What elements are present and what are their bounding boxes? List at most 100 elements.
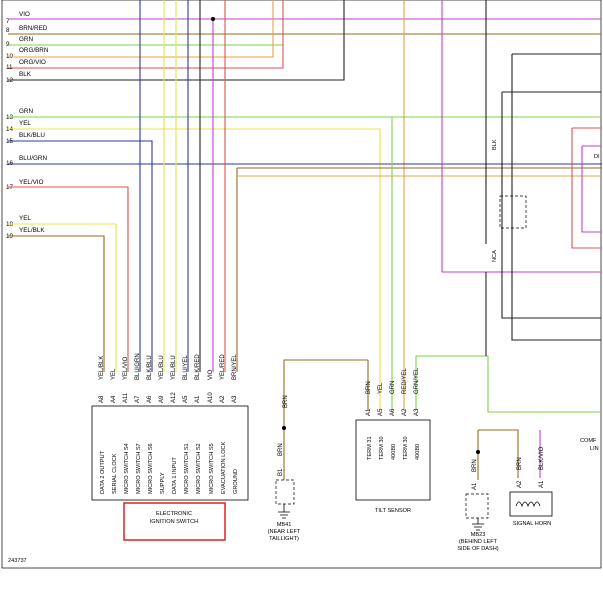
right-nca-label: NCA: [492, 250, 498, 262]
switch-wire-9: BLK/RED: [195, 354, 201, 380]
ignition-switch: YEL/BLK YEL YEL/VIO BLU/GRN BLK/BLU YEL/…: [91, 353, 249, 541]
wire-label-19: YEL/BLK: [19, 227, 45, 234]
mb23-connector: [465, 493, 489, 519]
right-di-label: DI: [594, 154, 600, 160]
tilt-pin-1: A1: [366, 408, 372, 416]
switch-wire-12: BRN/YEL: [232, 354, 238, 380]
horn-wire-1: BRN: [517, 457, 523, 470]
tilt-func-5: 400B0: [415, 444, 421, 460]
switch-pin-8: A5: [183, 395, 189, 403]
wire-label-15: BLK/BLU: [19, 132, 45, 139]
wire-v-brn-yel: [236, 167, 602, 372]
horn-pin-2: A1: [539, 480, 545, 488]
wire-17-yel-vio: [8, 186, 129, 372]
switch-pin-12: A3: [232, 395, 238, 403]
switch-wire-5: BLK/BLU: [147, 355, 153, 380]
switch-wire-8: BLU/YEL: [183, 355, 189, 380]
switch-wire-4: BLU/GRN: [135, 353, 141, 380]
mb23-loc1: (BEHIND LEFT: [459, 539, 498, 545]
tilt-func-4: TERM 30: [403, 436, 409, 460]
mb41-pin: B1: [278, 468, 284, 476]
tilt-pin-2: A5: [378, 408, 384, 416]
wire-right-box-vio: [581, 145, 601, 233]
wire-label-10: ORG/BRN: [19, 47, 49, 54]
tilt-func-2: TERM 30: [379, 436, 385, 460]
right-labels: BLK NCA DI COMF LIN: [492, 139, 600, 452]
mb23-loc2: SIDE OF DASH): [457, 546, 498, 552]
switch-wire-2: YEL: [111, 368, 117, 380]
switch-func-7: DATA 1 INPUT: [172, 457, 178, 494]
tilt-func-3: 400B0: [391, 444, 397, 460]
switch-pin-2: A4: [111, 395, 117, 403]
mb41-id: MB41: [277, 522, 292, 528]
tilt-pin-5: A3: [414, 408, 420, 416]
ignition-switch-highlight: [123, 502, 226, 541]
right-comp-label-1: COMF: [580, 438, 597, 444]
ignition-switch-title-1: ELECTRONIC: [156, 511, 192, 517]
tilt-pin-3: A6: [390, 408, 396, 416]
wire-label-9: GRN: [19, 36, 33, 43]
wire-label-13: GRN: [19, 108, 33, 115]
switch-func-5: MICRO SWITCH S6: [148, 443, 154, 494]
switch-func-9: MICRO SWITCH S2: [196, 443, 202, 494]
diagram-frame: [1, 0, 602, 569]
wire-10-org-brn: [8, 0, 274, 58]
wire-right-box-red: [571, 127, 601, 249]
wire-label-14: YEL: [19, 120, 31, 127]
splice-dot: [282, 426, 286, 430]
diagram-id: 243737: [8, 558, 27, 564]
wire-right-vio: [441, 0, 601, 273]
mb23-ground: BRN A1 MB23 (BEHIND LEFT SIDE OF DASH): [457, 459, 498, 552]
tilt-wire-1: BRN: [366, 381, 372, 394]
horn-pin-1: A2: [517, 480, 523, 488]
wire-18-yel: [8, 223, 117, 372]
tilt-sensor: BRN YEL GRN RED/YEL GRN/YEL A1 A5 A6 A2 …: [355, 367, 431, 514]
ignition-switch-box: [91, 405, 249, 501]
right-connector: [499, 195, 527, 229]
mb41-ground: BRN BRN B1 MB41 (NEAR LEFT TAILLIGHT): [268, 395, 301, 542]
switch-func-11: EVACUATION LOCK: [221, 441, 227, 494]
ignition-switch-title-2: IGNITION SWITCH: [150, 519, 198, 525]
switch-wire-3: YEL/VIO: [123, 356, 129, 380]
switch-pin-4: A7: [135, 395, 141, 403]
wire-tilt-ground: [283, 359, 368, 430]
tilt-func-1: TERM 31: [367, 436, 373, 460]
horn-wire-2: BLK/VIO: [539, 446, 545, 470]
switch-func-3: MICRO SWITCH S4: [124, 443, 130, 494]
switch-pin-3: A11: [123, 392, 129, 403]
mb41-wire-top: BRN: [283, 395, 289, 408]
ground-icon: [472, 518, 484, 531]
splice-dot: [476, 450, 480, 454]
wire-19-yel-blk: [8, 235, 105, 372]
wire-num-7: 7: [6, 18, 10, 25]
switch-pin-9: A1: [195, 395, 201, 403]
switch-func-4: MICRO SWITCH S7: [136, 443, 142, 494]
wire-right-box-1: [501, 91, 601, 319]
right-comp-label-2: LIN: [590, 446, 599, 452]
switch-func-2: SERIAL CLOCK: [112, 453, 118, 494]
wire-label-18: YEL: [19, 215, 31, 222]
switch-pin-5: A6: [147, 395, 153, 403]
wire-label-8: BRN/RED: [19, 25, 48, 32]
wire-15-blk-blu: [8, 140, 153, 372]
wire-label-16: BLU/GRN: [19, 155, 47, 162]
mb23-wire: BRN: [472, 459, 478, 472]
tilt-wire-3: GRN: [390, 381, 396, 394]
wires: [8, 0, 602, 480]
wire-label-11: ORG/VIO: [19, 59, 46, 66]
switch-wire-7: YEL/BLU: [171, 355, 177, 380]
tilt-wire-2: YEL: [378, 382, 384, 394]
horn-coil-icon: [515, 501, 541, 508]
switch-func-10: MICRO SWITCH S5: [209, 443, 215, 494]
mb41-loc2: TAILLIGHT): [269, 536, 299, 542]
wire-11-org-vio: [8, 0, 284, 69]
switch-wire-11: YEL/RED: [220, 354, 226, 380]
mb41-connector: [275, 479, 295, 505]
mb41-loc1: (NEAR LEFT: [268, 529, 301, 535]
wire-12-blk: [8, 0, 345, 81]
switch-func-8: MICRO SWITCH S1: [184, 443, 190, 494]
switch-pin-10: A10: [208, 392, 214, 403]
horn-box: [509, 491, 553, 517]
mb41-wire: BRN: [278, 443, 284, 456]
